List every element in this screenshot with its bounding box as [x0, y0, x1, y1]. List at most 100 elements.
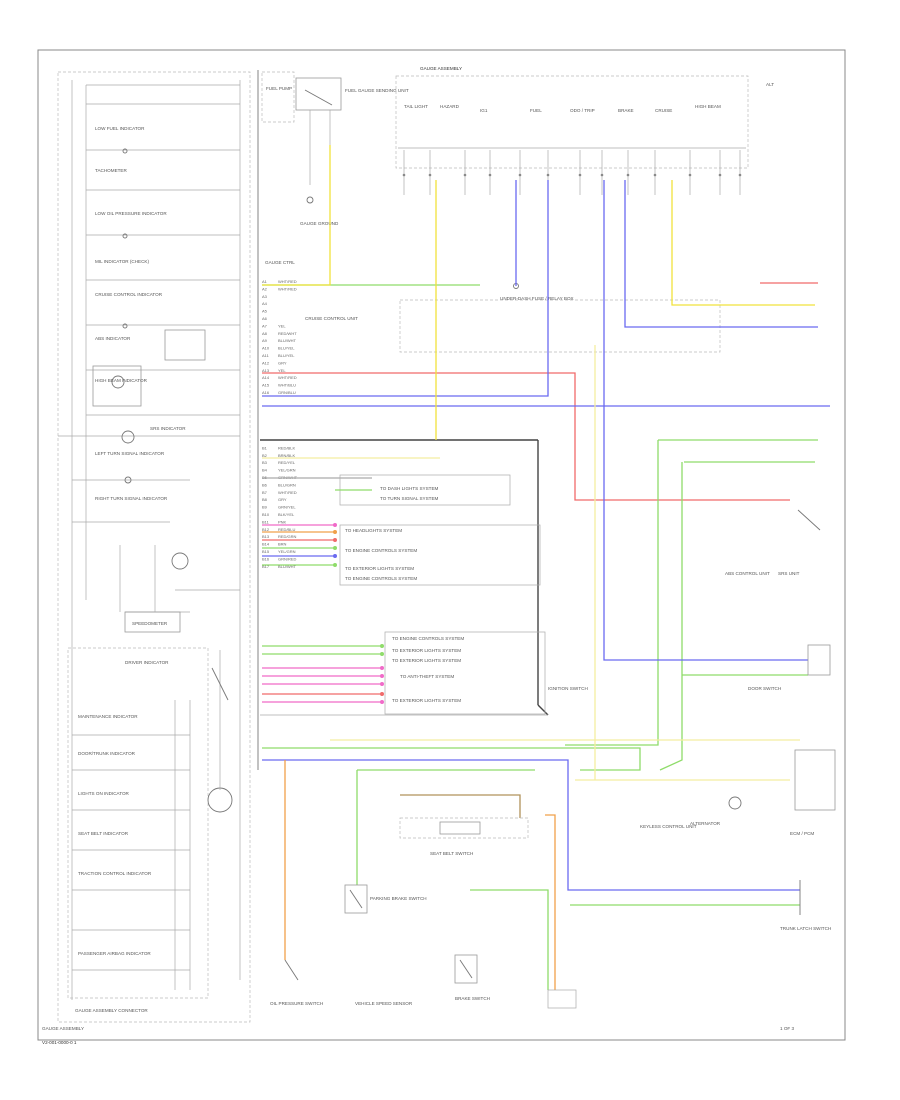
connector-wire-code: BLU/YEL [278, 346, 295, 351]
component-label: LOW OIL PRESSURE INDICATOR [95, 211, 167, 216]
top-label: HIGH BEAM [695, 104, 721, 109]
diagram-frame [37, 49, 846, 1041]
destination: TO EXTERIOR LIGHTS SYSTEM [345, 566, 414, 571]
header-drop-pin [428, 173, 432, 177]
header-drop-pin [718, 173, 722, 177]
destinations: TO DASH LIGHTS SYSTEM TO TURN SIGNAL SYS… [339, 474, 546, 715]
connector-pin: A3 [262, 294, 268, 299]
bottom-switches: OIL PRESSURE SWITCH PARKING BRAKE SWITCH… [270, 817, 577, 1009]
connector-wire-code: BLK/YEL [278, 512, 295, 517]
connector-wire-code: WHT/RED [278, 490, 297, 495]
wire-blue-door [603, 180, 808, 661]
connector-pin: B17 [262, 564, 270, 569]
component-label: SEAT BELT INDICATOR [78, 831, 129, 836]
cruise-label: CRUISE CONTROL UNIT [305, 316, 358, 321]
connector-pin: B15 [262, 549, 270, 554]
wires [262, 145, 830, 990]
connector-wire-code: BLU/YEL [278, 353, 295, 358]
connector-pin: A12 [262, 360, 270, 365]
vss-label: VEHICLE SPEED SENSOR [355, 1001, 413, 1006]
top-label: TAIL LIGHT [404, 104, 428, 109]
destination: TO TURN SIGNAL SYSTEM [380, 496, 439, 501]
title-left-id: V2-001-0000-0 1 [42, 1040, 77, 1045]
component-label: LIGHTS ON INDICATOR [78, 791, 130, 796]
connector-header: GAUGE CTRL [265, 260, 295, 265]
wire-terminal [380, 700, 384, 704]
connector-wire-code: BRN [278, 542, 287, 547]
destination: TO ENGINE CONTROLS SYSTEM [345, 548, 417, 553]
connector-pin: A7 [262, 323, 268, 328]
connector-pin: B1 [262, 445, 268, 450]
header-drop-pin [488, 173, 492, 177]
cruise-control-block: CRUISE CONTROL UNIT UNDER-DASH FUSE / RE… [260, 283, 721, 716]
header-drop-pin [600, 173, 604, 177]
gauge-ground-label: GAUGE GROUND [300, 221, 339, 226]
top-label: FUEL [530, 108, 542, 113]
wire-terminal [333, 563, 337, 567]
connector-pin: B4 [262, 468, 268, 473]
connector-pin: B6 [262, 482, 268, 487]
connector-wire-code: BLU/WHT [278, 564, 297, 569]
sheet-number: 1 OF 3 [780, 1026, 794, 1031]
wire-green-right-drop [565, 440, 659, 746]
wire-terminal [380, 674, 384, 678]
ecm-label: ECM / PCM [790, 831, 814, 836]
top-label: HAZARD [440, 104, 460, 109]
gauge-assembly-footer: GAUGE ASSEMBLY CONNECTOR [75, 1008, 148, 1013]
header-drop-pin [738, 173, 742, 177]
parking-sw-label: PARKING BRAKE SWITCH [370, 896, 427, 901]
connector-wire-code: YEL/GRN [278, 468, 296, 473]
connector-wire-code: WHT/RED [278, 286, 297, 291]
destination: TO EXTERIOR LIGHTS SYSTEM [392, 698, 461, 703]
door-sw-label: DOOR SWITCH [748, 686, 781, 691]
connector-pin: B14 [262, 542, 270, 547]
wire-brown-seat [400, 794, 521, 818]
header-drop-pin [688, 173, 692, 177]
component-label: MIL INDICATOR (CHECK) [95, 259, 149, 264]
connector-wire-code: GRY [278, 497, 287, 502]
connector-wire-code: WHT/BLU [278, 383, 296, 388]
brake-sw-label: BRAKE SWITCH [455, 996, 490, 1001]
header-drop-pin [546, 173, 550, 177]
gauge-header-label: GAUGE ASSEMBLY [420, 66, 462, 71]
connector-wire-code: BLU/GRN [278, 482, 296, 487]
destination: TO EXTERIOR LIGHTS SYSTEM [392, 658, 461, 663]
wire-terminal [380, 692, 384, 696]
right-components: ABS CONTROL UNIT SRS UNIT DOOR SWITCH EC… [640, 509, 836, 931]
top-label: ALT [766, 82, 774, 87]
connector-wire-code: RED/YEL [278, 460, 296, 465]
connector-pin: B13 [262, 534, 270, 539]
component-label: CRUISE CONTROL INDICATOR [95, 292, 163, 297]
gauge-header-box: GAUGE ASSEMBLY TAIL LIGHT HAZARD IG1 FUE… [395, 66, 774, 195]
wire-orange-vss [545, 814, 556, 990]
wire-terminal [333, 530, 337, 534]
wire-terminal [333, 523, 337, 527]
connector-pin: A9 [262, 338, 268, 343]
connector-wire-code: YEL [278, 323, 286, 328]
header-drop-pin [578, 173, 582, 177]
component-label: DRIVER INDICATOR [125, 660, 169, 665]
wire-terminal [380, 644, 384, 648]
connector-pin: A13 [262, 368, 270, 373]
connector-pin: A16 [262, 390, 270, 395]
header-drop-pin [626, 173, 630, 177]
wire-green-right-b [659, 462, 683, 771]
connector-pin: B2 [262, 453, 268, 458]
alternator-label: ALTERNATOR [690, 821, 721, 826]
component-label: HIGH BEAM INDICATOR [95, 378, 148, 383]
header-drop-pin [518, 173, 522, 177]
ignition-label: IGNITION SWITCH [548, 686, 588, 691]
trunk-sw-label: TRUNK LATCH SWITCH [780, 926, 831, 931]
header-drop-pin [402, 173, 406, 177]
wire-terminal [380, 682, 384, 686]
component-label: PASSENGER AIRBAG INDICATOR [78, 951, 151, 956]
connector-wire-code: WHT/RED [278, 375, 297, 380]
component-label: RIGHT TURN SIGNAL INDICATOR [95, 496, 168, 501]
component-label: TRACTION CONTROL INDICATOR [78, 871, 152, 876]
fuel-sender-block: FUEL GAUGE SENDING UNIT FUEL PUMP GAUGE … [261, 71, 409, 226]
component-label: ABS INDICATOR [95, 336, 131, 341]
header-drop-pin [653, 173, 657, 177]
connector-wire-code: WHT/RED [278, 279, 297, 284]
